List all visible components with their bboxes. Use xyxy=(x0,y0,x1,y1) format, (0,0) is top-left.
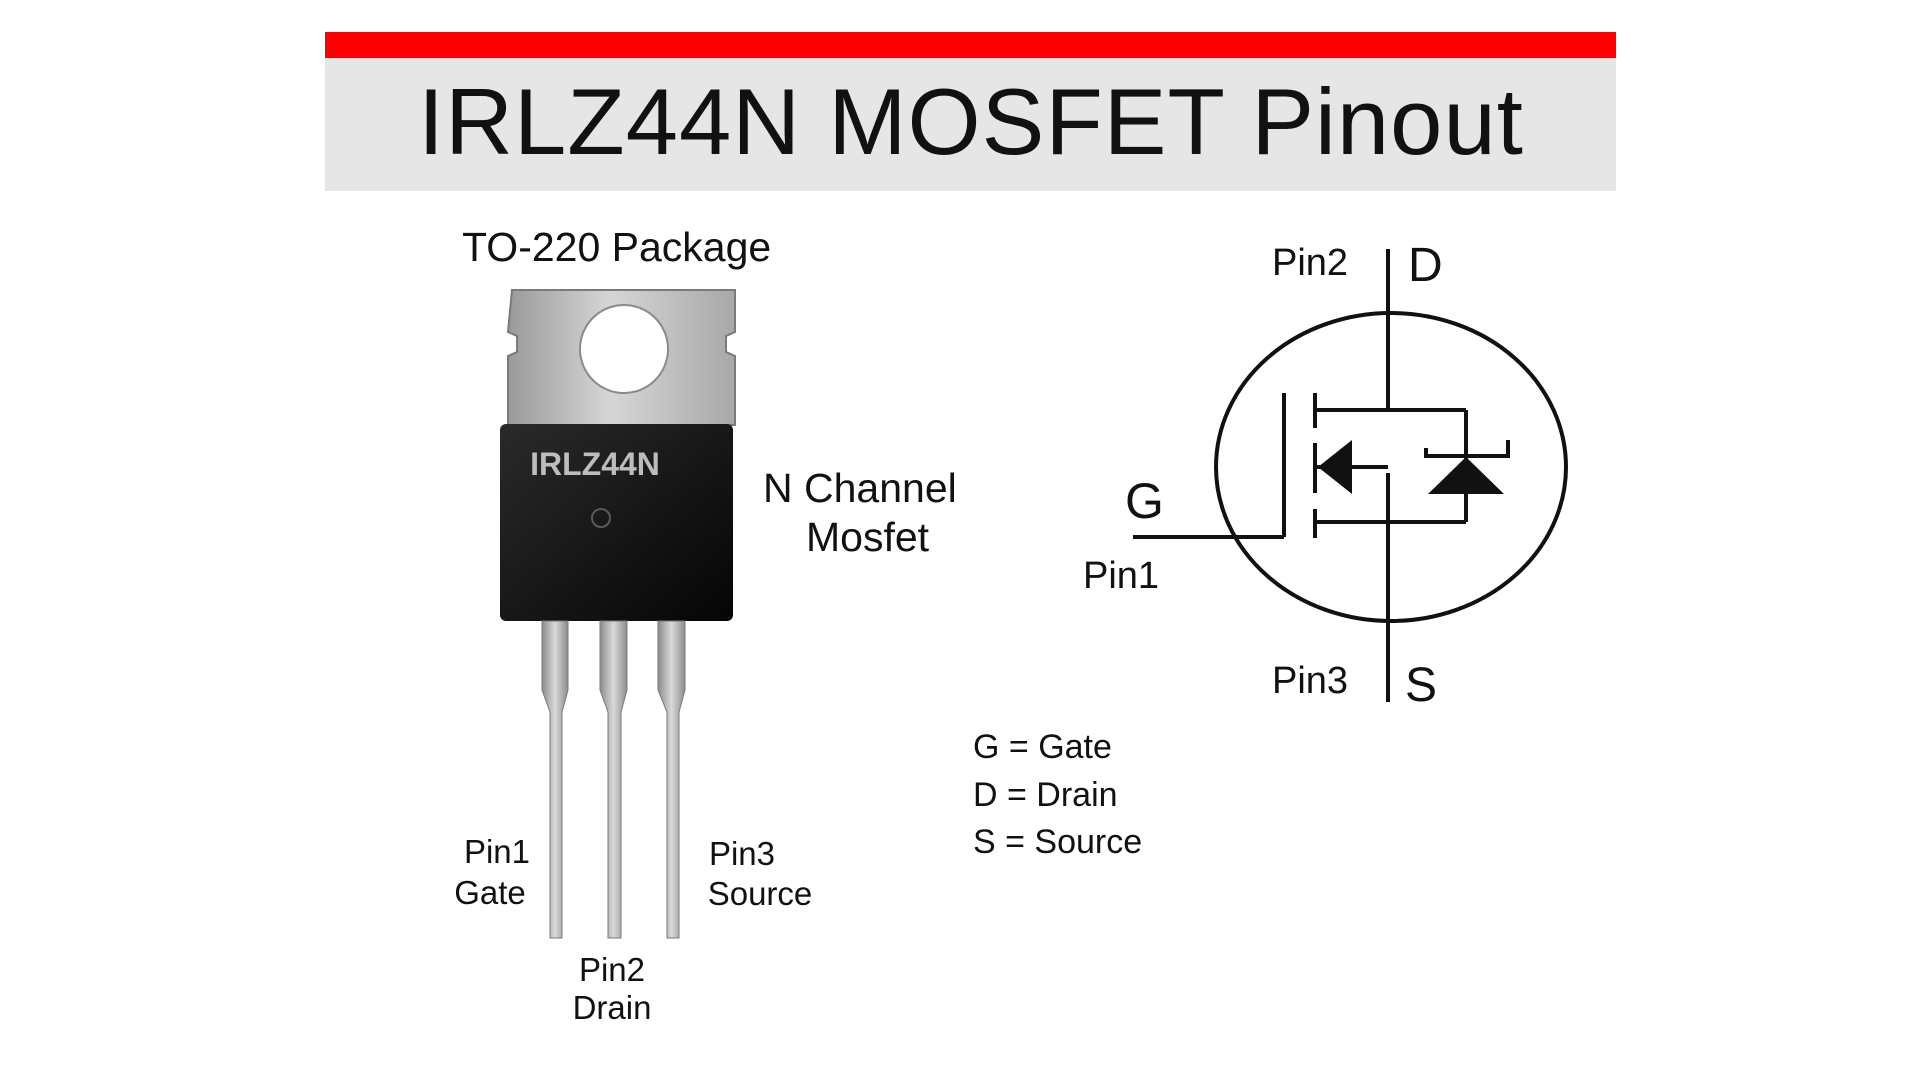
pin2-number: Pin2 xyxy=(578,951,646,988)
legend-drain: D = Drain xyxy=(973,776,1118,814)
channel-type-line1: N Channel xyxy=(763,465,957,511)
symbol-gate-letter: G xyxy=(1125,473,1164,529)
body-arrow-icon xyxy=(1318,440,1352,494)
legend-source: S = Source xyxy=(973,823,1143,861)
pin1-name: Gate xyxy=(454,874,526,911)
channel-type-line2: Mosfet xyxy=(806,514,930,560)
header-accent-bar xyxy=(325,32,1616,58)
diode-cathode xyxy=(1424,440,1510,458)
mounting-hole xyxy=(579,304,669,394)
symbol-circle xyxy=(1214,311,1568,623)
lead-pin1 xyxy=(541,620,569,939)
pin3-number: Pin3 xyxy=(708,835,776,872)
body-diode-icon xyxy=(1428,457,1504,494)
pin1-number: Pin1 xyxy=(463,833,531,870)
lead-pin3 xyxy=(657,620,686,939)
package-leads xyxy=(541,620,686,939)
symbol-drain-pin: Pin2 xyxy=(1272,242,1349,284)
symbol-source-pin: Pin3 xyxy=(1272,660,1349,702)
header-panel xyxy=(325,58,1616,191)
package-title: TO-220 Package xyxy=(462,224,772,270)
symbol-drain-letter: D xyxy=(1408,239,1443,292)
legend-gate: G = Gate xyxy=(973,728,1112,766)
logo-mark xyxy=(591,508,611,528)
pin3-name: Source xyxy=(707,875,813,912)
page-title: IRLZ44N MOSFET Pinout xyxy=(418,69,1524,174)
symbol-source-letter: S xyxy=(1405,659,1438,712)
pin2-name: Drain xyxy=(572,989,652,1026)
symbol-gate-pin: Pin1 xyxy=(1083,555,1160,597)
lead-pin2 xyxy=(599,620,628,939)
package-body xyxy=(500,424,733,621)
package-metal-tab xyxy=(506,289,736,426)
package-marking: IRLZ44N xyxy=(530,446,660,482)
